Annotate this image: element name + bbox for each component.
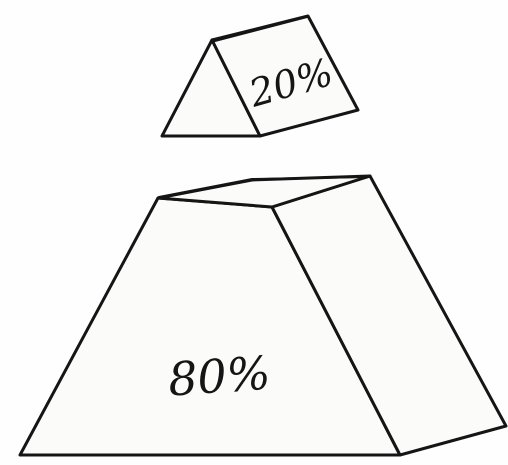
bottom-frustum-label: 80%: [166, 346, 272, 407]
